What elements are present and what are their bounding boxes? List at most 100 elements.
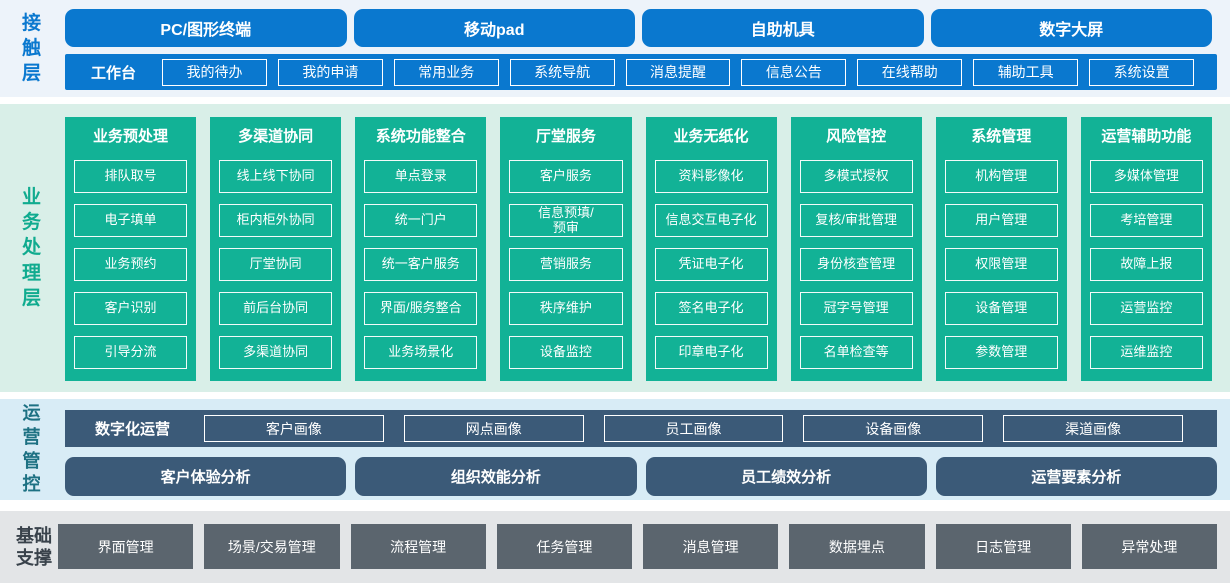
business-item: 设备监控 — [509, 336, 623, 369]
business-item: 运营监控 — [1089, 292, 1203, 325]
business-item: 信息预填/ 预审 — [509, 204, 623, 237]
foundation-message-mgmt: 消息管理 — [643, 524, 779, 569]
digital-item-customer-portrait: 客户画像 — [204, 415, 384, 442]
business-item: 统一门户 — [364, 204, 478, 237]
digital-item-device-portrait: 设备画像 — [803, 415, 984, 442]
business-item: 前后台协同 — [219, 292, 333, 325]
business-column-lobby-service: 厅堂服务 客户服务 信息预填/ 预审 营销服务 秩序维护 设备监控 — [500, 117, 632, 381]
business-item: 客户识别 — [74, 292, 188, 325]
column-title: 系统管理 — [971, 128, 1032, 145]
business-column-paperless: 业务无纸化 资料影像化 信息交互电子化 凭证电子化 签名电子化 印章电子化 — [645, 117, 777, 381]
foundation-exception-handling: 异常处理 — [1081, 524, 1217, 569]
column-title: 风险管控 — [826, 128, 887, 145]
business-item: 多媒体管理 — [1089, 160, 1203, 193]
business-columns: 业务预处理 排队取号 电子填单 业务预约 客户识别 引导分流 多渠道协同 线上线… — [65, 117, 1212, 381]
business-item: 故障上报 — [1089, 248, 1203, 281]
column-title: 多渠道协同 — [238, 128, 314, 145]
foundation-row: 界面管理 场景/交易管理 流程管理 任务管理 消息管理 数据埋点 日志管理 异常… — [58, 524, 1217, 569]
business-item: 凭证电子化 — [654, 248, 768, 281]
foundation-layer: 基础支撑 界面管理 场景/交易管理 流程管理 任务管理 消息管理 数据埋点 日志… — [0, 511, 1230, 583]
business-item: 签名电子化 — [654, 292, 768, 325]
business-column-preprocess: 业务预处理 排队取号 电子填单 业务预约 客户识别 引导分流 — [65, 117, 197, 381]
terminal-row: PC/图形终端 移动pad 自助机具 数字大屏 — [65, 9, 1212, 47]
workbench-bar: 工作台 我的待办 我的申请 常用业务 系统导航 消息提醒 信息公告 在线帮助 辅… — [65, 54, 1217, 90]
terminal-pc: PC/图形终端 — [65, 9, 347, 47]
foundation-process-mgmt: 流程管理 — [350, 524, 486, 569]
workbench-item-system-settings: 系统设置 — [1089, 58, 1195, 86]
foundation-task-mgmt: 任务管理 — [496, 524, 632, 569]
business-item: 业务场景化 — [364, 336, 478, 369]
workbench-item-system-nav: 系统导航 — [509, 58, 615, 86]
analysis-employee-performance: 员工绩效分析 — [645, 457, 927, 496]
workbench-item-common-business: 常用业务 — [393, 58, 499, 86]
foundation-layer-label: 基础支撑 — [16, 525, 52, 569]
foundation-scene-transaction-mgmt: 场景/交易管理 — [204, 524, 340, 569]
business-item: 业务预约 — [74, 248, 188, 281]
business-item: 秩序维护 — [509, 292, 623, 325]
business-item: 多渠道协同 — [219, 336, 333, 369]
business-item: 引导分流 — [74, 336, 188, 369]
business-item: 电子填单 — [74, 204, 188, 237]
business-layer-label: 业务处理层 — [21, 187, 41, 309]
contact-layer-label: 接触层 — [21, 12, 41, 85]
foundation-ui-mgmt: 界面管理 — [58, 524, 194, 569]
business-item: 考培管理 — [1089, 204, 1203, 237]
business-column-ops-aux: 运营辅助功能 多媒体管理 考培管理 故障上报 运营监控 运维监控 — [1080, 117, 1212, 381]
business-item: 界面/服务整合 — [364, 292, 478, 325]
business-item: 复核/审批管理 — [799, 204, 913, 237]
workbench-item-online-help: 在线帮助 — [857, 58, 963, 86]
terminal-self-service: 自助机具 — [642, 9, 924, 47]
foundation-log-mgmt: 日志管理 — [935, 524, 1071, 569]
workbench-item-my-apply: 我的申请 — [277, 58, 383, 86]
business-item: 身份核查管理 — [799, 248, 913, 281]
business-item: 排队取号 — [74, 160, 188, 193]
operations-layer: 运营管控 数字化运营 客户画像 网点画像 员工画像 设备画像 渠道画像 客户体验… — [0, 399, 1230, 500]
business-column-risk-control: 风险管控 多模式授权 复核/审批管理 身份核查管理 冠字号管理 名单检查等 — [790, 117, 922, 381]
operations-layer-label: 运营管控 — [22, 403, 41, 495]
column-title: 厅堂服务 — [535, 128, 596, 145]
terminal-digital-screen: 数字大屏 — [930, 9, 1212, 47]
workbench-item-aux-tools: 辅助工具 — [973, 58, 1079, 86]
terminal-mobile-pad: 移动pad — [353, 9, 635, 47]
business-item: 统一客户服务 — [364, 248, 478, 281]
workbench-item-info-notice: 信息公告 — [741, 58, 847, 86]
business-column-system-integration: 系统功能整合 单点登录 统一门户 统一客户服务 界面/服务整合 业务场景化 — [355, 117, 487, 381]
business-item: 单点登录 — [364, 160, 478, 193]
business-layer: 业务处理层 业务预处理 排队取号 电子填单 业务预约 客户识别 引导分流 多渠道… — [0, 104, 1230, 392]
business-item: 多模式授权 — [799, 160, 913, 193]
digital-item-channel-portrait: 渠道画像 — [1003, 415, 1183, 442]
business-item: 客户服务 — [509, 160, 623, 193]
column-title: 业务预处理 — [93, 128, 169, 145]
contact-layer: 接触层 PC/图形终端 移动pad 自助机具 数字大屏 工作台 我的待办 我的申… — [0, 0, 1230, 97]
analysis-customer-experience: 客户体验分析 — [65, 457, 347, 496]
business-item: 营销服务 — [509, 248, 623, 281]
column-title: 运营辅助功能 — [1101, 128, 1192, 145]
business-item: 印章电子化 — [654, 336, 768, 369]
column-title: 系统功能整合 — [375, 128, 466, 145]
workbench-item-message-remind: 消息提醒 — [625, 58, 731, 86]
business-column-system-mgmt: 系统管理 机构管理 用户管理 权限管理 设备管理 参数管理 — [935, 117, 1067, 381]
digital-operations-bar: 数字化运营 客户画像 网点画像 员工画像 设备画像 渠道画像 — [65, 410, 1217, 447]
business-item: 信息交互电子化 — [654, 204, 768, 237]
column-title: 业务无纸化 — [673, 128, 749, 145]
business-item: 用户管理 — [944, 204, 1058, 237]
analysis-org-efficiency: 组织效能分析 — [355, 457, 637, 496]
business-item: 参数管理 — [944, 336, 1058, 369]
business-item: 设备管理 — [944, 292, 1058, 325]
digital-operations-label: 数字化运营 — [95, 421, 171, 438]
analysis-row: 客户体验分析 组织效能分析 员工绩效分析 运营要素分析 — [65, 457, 1217, 496]
business-item: 权限管理 — [944, 248, 1058, 281]
analysis-ops-elements: 运营要素分析 — [935, 457, 1217, 496]
business-item: 资料影像化 — [654, 160, 768, 193]
business-item: 厅堂协同 — [219, 248, 333, 281]
business-item: 运维监控 — [1089, 336, 1203, 369]
business-item: 线上线下协同 — [219, 160, 333, 193]
business-item: 机构管理 — [944, 160, 1058, 193]
business-item: 柜内柜外协同 — [219, 204, 333, 237]
business-item: 名单检查等 — [799, 336, 913, 369]
business-item: 冠字号管理 — [799, 292, 913, 325]
digital-item-branch-portrait: 网点画像 — [403, 415, 584, 442]
workbench-label: 工作台 — [91, 64, 137, 82]
workbench-item-my-todo: 我的待办 — [162, 58, 267, 86]
